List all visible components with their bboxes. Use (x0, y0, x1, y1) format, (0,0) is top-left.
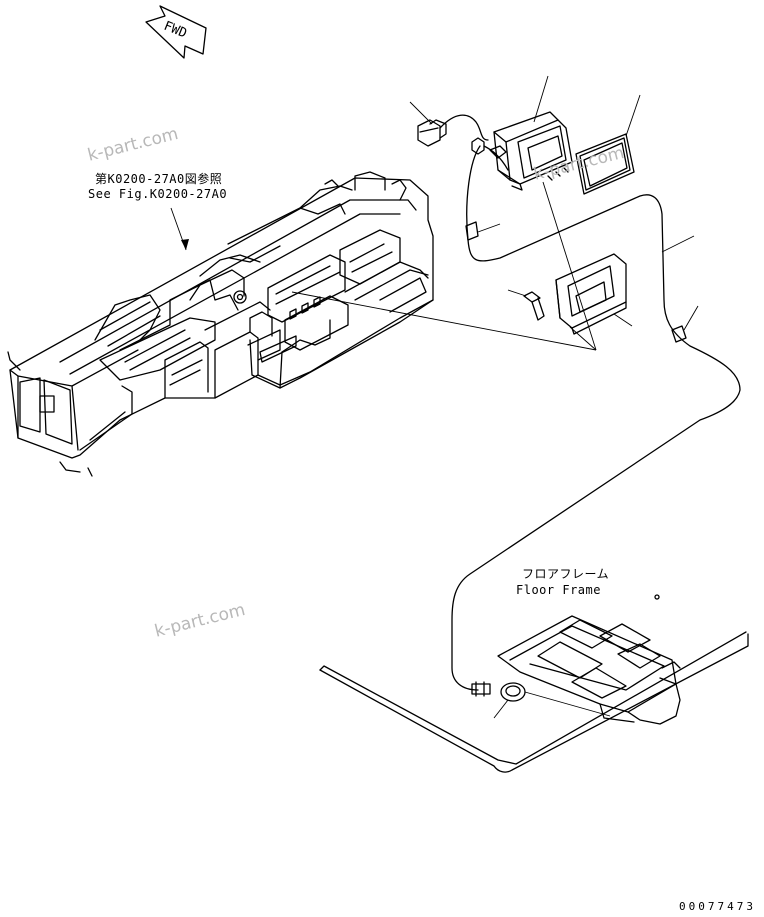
floor-frame-label-jp: フロアフレーム (522, 567, 610, 581)
floor-frame-label-en: Floor Frame (516, 583, 601, 597)
antenna-grommet (471, 681, 526, 702)
monitor-unit (483, 111, 573, 191)
document-number: 00077473 (679, 900, 756, 913)
reference-label-en: See Fig.K0200-27A0 (88, 187, 228, 201)
mounting-bolt (523, 291, 545, 321)
monitor-bracket (555, 253, 627, 335)
antenna-cable (451, 145, 741, 691)
harness-connector (417, 114, 489, 155)
floor-frame (319, 594, 749, 773)
fwd-arrow-icon: FWD (145, 5, 207, 59)
monitor-cover (575, 133, 635, 195)
reference-label-jp: 第K0200-27A0図参照 (95, 172, 223, 186)
dashboard-console-assembly (7, 171, 434, 477)
reference-leader (170, 207, 189, 251)
